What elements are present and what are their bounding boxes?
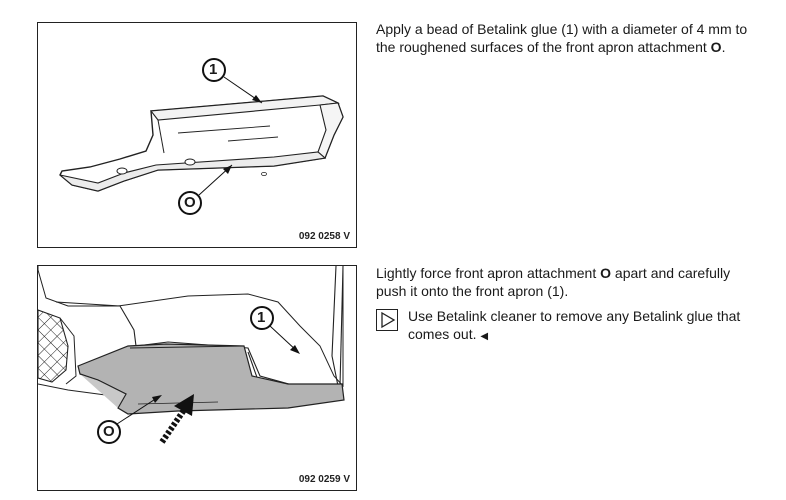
step2-paragraph: Lightly force front apron attachment O a… bbox=[376, 264, 761, 300]
play-triangle-note-icon bbox=[376, 309, 398, 335]
step2-text: Lightly force front apron attachment bbox=[376, 265, 601, 281]
instruction-step-2: Lightly force front apron attachment O a… bbox=[376, 264, 761, 346]
callout-1-label: 1 bbox=[209, 61, 218, 78]
callout-o-label: O bbox=[184, 194, 196, 211]
force-arrow-icon bbox=[159, 394, 194, 444]
figure-glue-application: 1 O 092 0258 V bbox=[37, 22, 357, 248]
callout-1-label: 1 bbox=[257, 309, 266, 326]
apron-attachment-illustration bbox=[59, 58, 344, 215]
callout-o-label: O bbox=[103, 423, 115, 440]
step1-text-end: . bbox=[721, 39, 726, 55]
figure-code: 092 0259 V bbox=[298, 474, 350, 485]
step2-text-end: apart and carefully push it onto the fro… bbox=[376, 265, 731, 299]
end-of-section-icon: ◀ bbox=[480, 331, 489, 342]
step1-text: Apply a bead of Betalink glue (1) with a… bbox=[376, 21, 748, 55]
step1-bold-ref: O bbox=[710, 39, 722, 55]
note: Use Betalink cleaner to remove any Betal… bbox=[376, 307, 761, 346]
front-apron-illustration bbox=[38, 266, 345, 444]
figure-code: 092 0258 V bbox=[298, 231, 350, 242]
figure-fit-attachment: 1 O 092 0259 V bbox=[37, 265, 357, 491]
step2-bold-ref: O bbox=[600, 265, 612, 281]
note-text: Use Betalink cleaner to remove any Betal… bbox=[408, 308, 741, 342]
instruction-step-1: Apply a bead of Betalink glue (1) with a… bbox=[376, 20, 761, 56]
